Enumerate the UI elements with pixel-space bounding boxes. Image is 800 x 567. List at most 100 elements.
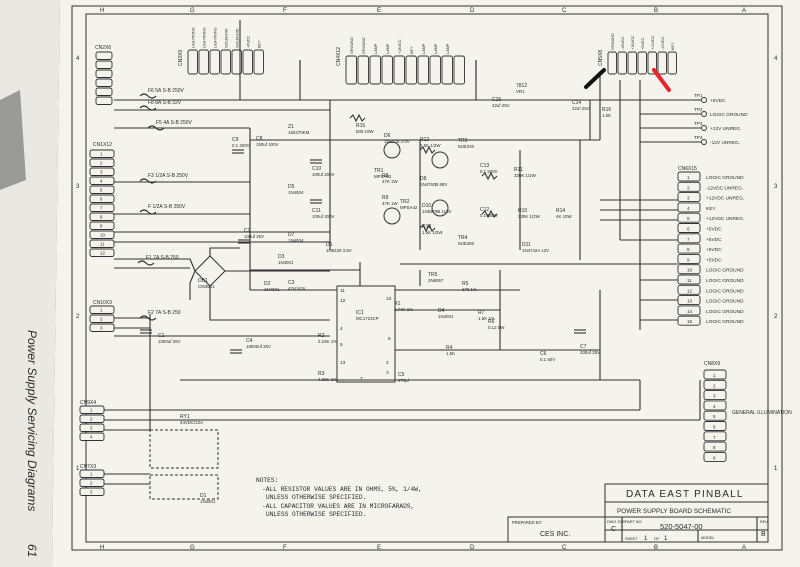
general-illumination-note: GENERAL ILLUMINATION (732, 410, 792, 416)
pin-number: 9 (100, 224, 103, 229)
connector-pin (677, 181, 701, 192)
component-value: 1N4001 (264, 287, 280, 292)
connector-pin (95, 51, 113, 60)
component-value: 1N4001 (438, 314, 454, 319)
component-value: 1.5K 1% (478, 316, 495, 321)
pin-number: 2 (100, 317, 103, 322)
ic-pin-number: 4 (340, 326, 343, 332)
model-label: MODEL (701, 536, 715, 540)
component-label: RY1 (180, 414, 190, 420)
component-label: C5 (398, 372, 405, 378)
pin-number: 11 (687, 278, 692, 283)
pin-number: 10 (687, 268, 693, 273)
pin-number: 1 (687, 175, 690, 180)
pin-signal: LOGIC GROUND (706, 278, 744, 284)
connector-pin (703, 400, 727, 411)
component-value: 2N6057 (428, 278, 444, 283)
component-value: 22uf 25V (492, 103, 510, 108)
connector-pin (453, 55, 465, 85)
pin-number: 3 (90, 426, 93, 431)
component-value: 330K 1/2W (518, 214, 541, 219)
component-label: C14 (572, 100, 581, 106)
connector-pin (79, 423, 105, 432)
pin-number: 12 (100, 251, 105, 256)
component-label: C4 (246, 338, 253, 344)
connector-pin (79, 432, 105, 441)
connector-pin (703, 410, 727, 421)
prepared-by-value: CES INC. (540, 531, 570, 538)
grid-col-top: B (654, 8, 658, 14)
pin-signal: KEY (410, 46, 414, 54)
inner-border (85, 13, 769, 543)
pin-number: 9 (713, 455, 716, 460)
pin-signal: +6VDC (247, 35, 251, 48)
cn2x6-connector (95, 51, 113, 105)
connector-pin (79, 414, 105, 423)
component-value: 100uf 25V (244, 234, 264, 239)
pin-signal: +5VDC (706, 247, 722, 253)
connector-pin (198, 49, 209, 75)
test-point-marker (701, 97, 707, 103)
connector-pin (209, 49, 220, 75)
component-value: 1.5K (446, 351, 455, 356)
pin-number: 1 (90, 472, 93, 477)
component-value: 330uf 25V (580, 350, 600, 355)
component-label: TR1 (374, 168, 384, 174)
component-label: C8 (256, 136, 263, 142)
component-value: 47K 1W (382, 179, 398, 184)
cn10x3-label: CN10X3 (93, 300, 112, 306)
connector-pin (677, 233, 701, 244)
pin-number: 3 (90, 490, 93, 495)
component-label: R15 (356, 123, 365, 129)
pin-number: 5 (687, 216, 690, 221)
pin-number: 1 (100, 308, 103, 313)
resistor-symbol (481, 171, 498, 181)
component-label: TR3 (458, 138, 468, 144)
pin-signal: -12VDC (661, 36, 665, 50)
fuse-symbol (139, 209, 157, 215)
connector-pin (242, 49, 253, 75)
connector-pin (253, 49, 264, 75)
component-value: 270 1% (462, 287, 477, 292)
component-label: TR4 (458, 235, 468, 241)
test-point-signal: LOGIC GROUND (710, 112, 748, 118)
resistor-symbol (481, 209, 498, 219)
connector-pin (89, 158, 115, 167)
pin-signal: SOLENOID (236, 28, 240, 48)
grid-row-left: 1 (76, 466, 80, 472)
component-value: MPSA42 (400, 205, 418, 210)
ic-pin-number: 5 (340, 342, 343, 348)
pin-signal: LIGHTNING (214, 27, 218, 48)
component-value: 18000uf 25V (246, 344, 271, 349)
cn7x3-connector: 123 (79, 469, 105, 496)
component-label: R4 (446, 345, 453, 351)
fuse-symbol (139, 105, 157, 111)
connector-pin (89, 194, 115, 203)
dwg-size-value: C (611, 526, 616, 533)
component-label: C7 (580, 344, 587, 350)
grid-col-top: A (742, 8, 746, 14)
transistor-symbol (431, 151, 449, 169)
ic-pin-number: 6 (388, 336, 391, 342)
pin-signal: LOGIC GROUND (706, 288, 744, 294)
test-point-signal: +12V UNREG. (710, 126, 741, 132)
connector-pin (677, 192, 701, 203)
component-value: 2.74K 1% (394, 307, 413, 312)
component-value: 1N5228 3.9V (384, 139, 410, 144)
connector-pin (381, 55, 393, 85)
component-label: 7812 (516, 83, 527, 89)
dwg-size-label: DWG SIZE (607, 520, 626, 524)
component-value: 1N4004 (288, 238, 304, 243)
bridge-rectifier-symbol (194, 255, 226, 287)
component-label: D6 (384, 133, 391, 139)
component-label: R16 (602, 107, 611, 113)
pin-number: 8 (100, 215, 103, 220)
component-label: R1 (394, 301, 401, 307)
ic-pin-number: 12 (340, 298, 346, 304)
ic-pin-number: 11 (340, 288, 345, 294)
pin-signal: KEY (706, 206, 716, 212)
ic-pin-number: 3 (386, 370, 389, 376)
